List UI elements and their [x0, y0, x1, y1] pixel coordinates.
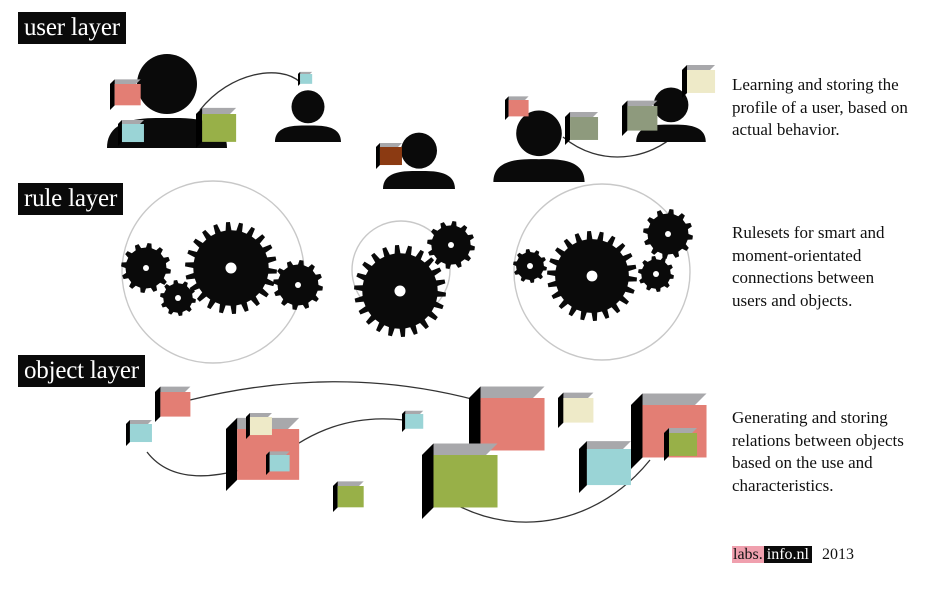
rule-layer-description: Rulesets for smart and moment-orientated…: [732, 222, 937, 312]
cube-icon: [579, 441, 631, 493]
rule-desc-line: Rulesets for smart and: [732, 223, 885, 242]
gear-hole: [225, 262, 237, 274]
gear-hole: [175, 295, 181, 301]
object-layer-description: Generating and storing relations between…: [732, 407, 937, 497]
user-desc-line: Learning and storing the: [732, 75, 899, 94]
object-desc-line: characteristics.: [732, 475, 834, 495]
cubes: [110, 64, 716, 519]
cube-icon: [333, 481, 364, 512]
gear-hole: [448, 242, 454, 248]
rule-desc-line: users and objects.: [732, 290, 853, 310]
gear-hole: [527, 263, 533, 269]
object-desc-line: Generating and storing: [732, 408, 888, 427]
connection-curve: [199, 72, 301, 111]
cube-icon: [376, 143, 402, 169]
cube-icon: [664, 427, 698, 461]
footer: labs.info.nl 2013: [732, 544, 854, 566]
brand-part-info: info.nl: [763, 546, 812, 563]
cube-icon: [505, 96, 529, 120]
user-desc-line: actual behavior.: [732, 120, 840, 139]
gear-hole: [586, 270, 598, 282]
rule-desc-line: connections between: [732, 268, 875, 287]
cube-icon: [558, 392, 594, 428]
cube-icon: [118, 120, 144, 146]
cube-icon: [565, 111, 599, 145]
cube-icon: [246, 413, 272, 439]
cube-icon: [469, 386, 545, 462]
brand-logo[interactable]: labs.info.nl: [732, 546, 812, 563]
rule-layer-label: rule layer: [18, 183, 124, 215]
rule-desc-line: moment-orientated: [732, 245, 862, 265]
cube-icon: [422, 443, 498, 519]
gear-hole: [295, 282, 301, 288]
user-figure-icon: [383, 132, 455, 189]
user-layer-description: Learning and storing the profile of a us…: [732, 74, 937, 142]
cube-icon: [682, 64, 716, 98]
object-desc-line: based on the use and: [732, 453, 873, 472]
cube-icon: [622, 100, 658, 136]
user-figure-icon: [493, 110, 585, 182]
cube-icon: [266, 451, 290, 475]
cube-icon: [298, 71, 313, 86]
cube-icon: [196, 107, 237, 148]
user-desc-line: profile of a user, based on: [732, 97, 908, 117]
cube-icon: [155, 386, 191, 422]
rule-boundary-circle: [513, 183, 691, 361]
object-desc-line: relations between objects: [732, 430, 904, 450]
user-figure-icon: [275, 90, 341, 142]
gear-hole: [665, 231, 671, 237]
cube-icon: [126, 420, 152, 446]
user-layer-label: user layer: [18, 12, 126, 44]
gear-hole: [394, 285, 406, 297]
brand-part-labs: labs.: [732, 546, 764, 563]
object-layer-label: object layer: [18, 355, 145, 387]
gear-hole: [143, 265, 149, 271]
cube-icon: [110, 79, 141, 110]
gear-hole: [653, 271, 659, 277]
gears: [121, 209, 693, 337]
cube-icon: [402, 410, 424, 432]
year-label: 2013: [822, 546, 854, 563]
connection-curve: [189, 381, 491, 405]
